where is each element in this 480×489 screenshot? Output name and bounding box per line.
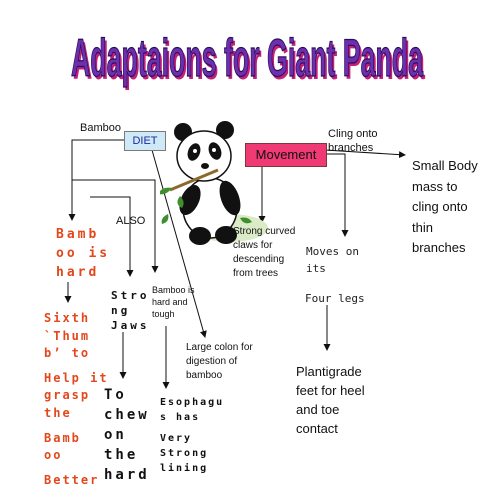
- moves-on-text: Moves on its: [306, 245, 359, 275]
- diagram-title: Adaptaions for Giant Panda Adaptaions fo…: [70, 29, 425, 91]
- diet-branch-bus: [72, 179, 159, 273]
- small-body-text: Small Body mass to cling onto thin branc…: [412, 158, 478, 255]
- bamboo-is-hard-text: Bamb oo is hard: [56, 227, 111, 280]
- title-text: Adaptaions for Giant Panda: [71, 29, 423, 88]
- large-colon-text: Large colon for digestion of bamboo: [186, 342, 253, 381]
- bamboo-tough-text: Bamboo is hard and tough: [152, 285, 195, 319]
- diet-box: DIET: [124, 131, 166, 151]
- strong-claws-text: Strong curved claws for descending from …: [233, 226, 296, 279]
- plantigrade-text: Plantigrade feet for heel and toe contac…: [296, 364, 365, 436]
- movement-box: Movement: [245, 143, 327, 167]
- esophagus-text: Esophagu s has Very Strong lining: [160, 397, 225, 474]
- strong-jaws-text: Stro ng Jaws: [111, 289, 150, 332]
- cling-label: Cling onto branches: [328, 128, 378, 154]
- title-shadow: Adaptaions for Giant Panda: [73, 32, 425, 91]
- sixth-thumb-text: Sixth `Thum b’ to Help it grasp the Bamb…: [44, 311, 109, 487]
- bamboo-label: Bamboo: [80, 122, 121, 134]
- four-legs-text: Four legs: [305, 292, 365, 305]
- bamboo-link: [71, 139, 124, 190]
- panda-illustration: [160, 121, 268, 245]
- to-chew-text: To chew on the hard: [104, 387, 150, 483]
- also-label: ALSO: [116, 215, 146, 227]
